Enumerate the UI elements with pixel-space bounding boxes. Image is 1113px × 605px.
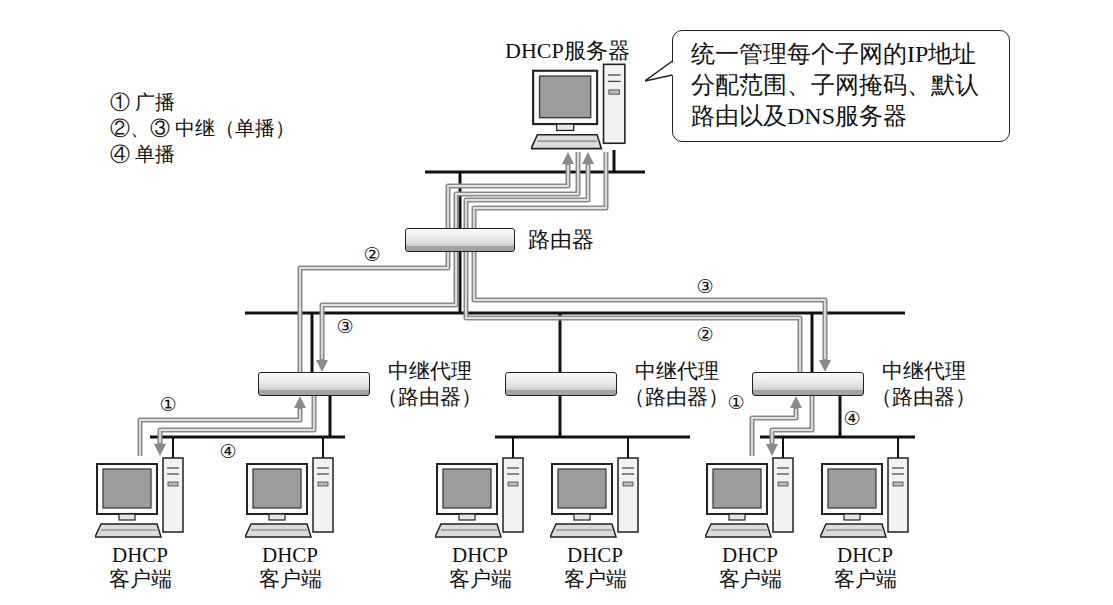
flow-band-core [466, 165, 800, 372]
dhcp-client-label: DHCP 客户端 [103, 543, 177, 591]
subnet-bus [495, 436, 690, 439]
client-drops [173, 437, 898, 458]
dhcp-client: DHCP 客户端 [95, 456, 185, 540]
relay-agent: 中继代理 （路由器） [752, 372, 864, 396]
server-bus [425, 171, 645, 174]
dhcp-client: DHCP 客户端 [245, 456, 335, 540]
edge-group [140, 152, 825, 456]
dhcp-client-label: DHCP 客户端 [828, 543, 902, 591]
computer-icon [435, 456, 525, 540]
callout-number: ① [726, 392, 745, 413]
legend-note: ②、③ 中继（单播） [110, 116, 295, 140]
flow-band [474, 152, 825, 362]
callout-number: ② [362, 244, 381, 265]
computer-icon [705, 456, 795, 540]
relay-agent: 中继代理 （路由器） [505, 372, 617, 396]
callout-bubble: 统一管理每个子网的IP地址 分配范围、子网掩码、默认 路由以及DNS服务器 [672, 30, 1010, 142]
relay-uplink [559, 313, 562, 372]
dhcp-client-label: DHCP 客户端 [713, 543, 787, 591]
relay-downlink [839, 396, 842, 437]
flow-band-core [474, 152, 825, 359]
dhcp-client: DHCP 客户端 [705, 456, 795, 540]
callout-number: ② [695, 324, 714, 345]
subnet-bus [150, 436, 345, 439]
relay-agent-label: 中继代理 （路由器） [622, 358, 731, 411]
relay-uplink [311, 313, 314, 372]
callout-number: ④ [842, 408, 861, 429]
dhcp-flow-arrow [322, 152, 578, 362]
dhcp-client: DHCP 客户端 [435, 456, 525, 540]
client-drop [897, 437, 899, 458]
computer-icon [245, 456, 335, 540]
flow-band [160, 396, 314, 446]
callout-tail [645, 31, 675, 91]
flow-band-core [160, 396, 314, 443]
dhcp-client-label: DHCP 客户端 [443, 543, 517, 591]
flow-band [772, 396, 812, 446]
callout-number: ④ [218, 441, 237, 462]
backbone-bus [245, 312, 905, 315]
relay-uplink [811, 313, 814, 372]
client-drop [172, 437, 174, 458]
flow-band [322, 152, 578, 362]
callout-bubble-label: 统一管理每个子网的IP地址 分配范围、子网掩码、默认 路由以及DNS服务器 [691, 39, 991, 133]
dhcp-flow-arrow [160, 396, 314, 446]
client-drop [627, 437, 629, 458]
flow-band-core [772, 396, 812, 443]
legend-note: ④ 单播 [110, 142, 175, 166]
client-drop [512, 437, 514, 458]
computer-icon [820, 456, 910, 540]
server-computer-icon [531, 62, 627, 152]
callout-number: ③ [695, 276, 714, 297]
router-downlink [459, 252, 462, 313]
router-box-label: 路由器 [528, 225, 594, 255]
flow-band-core [322, 152, 578, 359]
dhcp-client: DHCP 客户端 [550, 456, 640, 540]
computer-icon [95, 456, 185, 540]
relay-downlink [329, 396, 332, 437]
router-box: 路由器 [405, 228, 515, 252]
flow-band [466, 162, 800, 372]
dhcp-client-label: DHCP 客户端 [558, 543, 632, 591]
callout-number: ③ [335, 316, 354, 337]
legend-note: ① 广播 [110, 90, 175, 114]
dhcp-flow-arrow [466, 162, 800, 372]
router-uplink [459, 172, 462, 228]
dhcp-client-label: DHCP 客户端 [253, 543, 327, 591]
computer-icon [550, 456, 640, 540]
dhcp-client: DHCP 客户端 [820, 456, 910, 540]
server-drop [613, 150, 616, 172]
relay-agent-label: 中继代理 （路由器） [869, 358, 978, 411]
relay-agent-label: 中继代理 （路由器） [375, 358, 484, 411]
dhcp-server-label: DHCP服务器 [505, 36, 630, 66]
client-drop [322, 437, 324, 458]
bus-lines [150, 150, 915, 437]
relay-agent: 中继代理 （路由器） [258, 372, 370, 396]
dhcp-server: DHCP服务器 [505, 36, 665, 152]
dhcp-flow-arrow [474, 152, 825, 362]
relay-downlink [559, 396, 562, 437]
callout-number: ① [158, 394, 177, 415]
client-drop [782, 437, 784, 458]
dhcp-flow-arrow [772, 396, 812, 446]
